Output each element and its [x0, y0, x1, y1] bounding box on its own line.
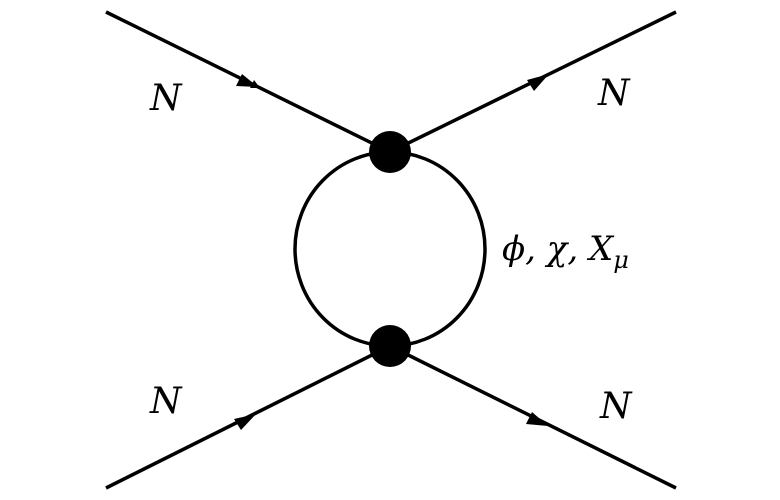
loop-fields-main: ϕ, χ, X [502, 229, 615, 269]
vertex-top [369, 131, 411, 173]
arrow-top-left [236, 74, 261, 89]
label-top-right-n: N [597, 73, 631, 114]
vertex-bottom [369, 325, 411, 367]
label-bottom-left-n: N [149, 381, 183, 422]
label-loop-fields: ϕ, χ, Xμ [502, 229, 629, 274]
arrow-top-right [527, 74, 549, 91]
label-bottom-right-n: N [599, 386, 633, 427]
loop-fields-subscript: μ [613, 246, 629, 274]
loop-circle [293, 150, 487, 348]
label-top-left-n: N [149, 78, 183, 119]
arrow-bottom-right [526, 412, 548, 426]
arrow-bottom-left [234, 414, 256, 430]
